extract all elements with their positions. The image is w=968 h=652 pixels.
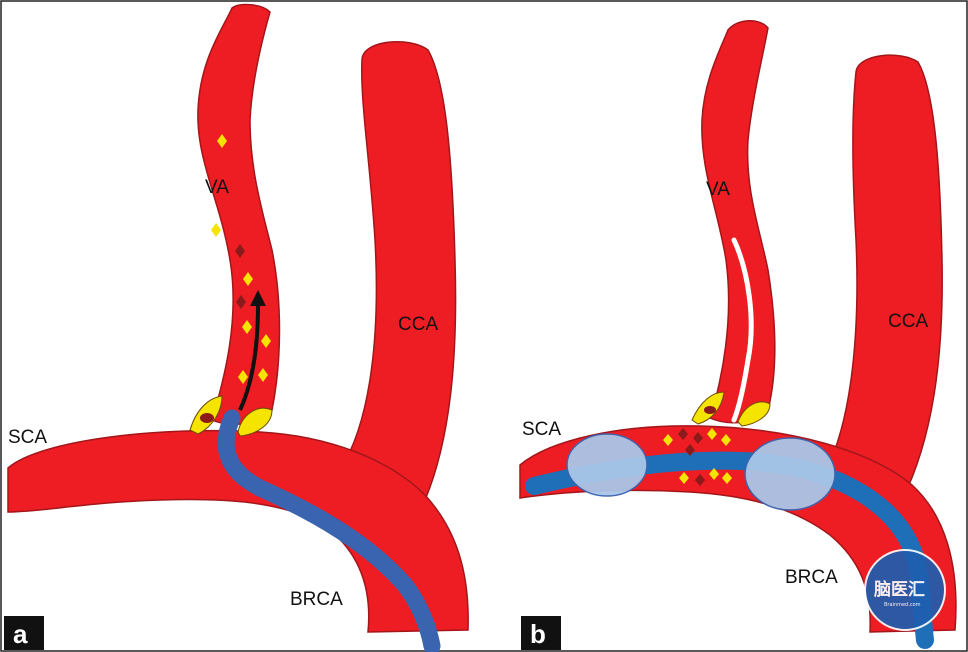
panel-b: VA CCA SCA BRCA b [519, 20, 957, 650]
balloon-right-b [744, 437, 836, 511]
debris-a [211, 134, 271, 384]
panel-letter-a: a [13, 619, 28, 649]
label-sca-a: SCA [8, 427, 47, 448]
plaque-right-a [237, 407, 273, 437]
label-va-b: VA [706, 179, 730, 200]
plaque-core-left-b [704, 406, 716, 414]
plaque-core-left-a [200, 413, 214, 423]
panel-letter-box-b [521, 616, 561, 650]
guidewire-a [217, 409, 441, 652]
panel-letter-b: b [530, 619, 546, 649]
watermark: 脑医汇 Brainmed.com [864, 549, 946, 631]
cca-vessel-b [824, 54, 943, 501]
flow-arrow-a [238, 304, 260, 411]
flow-arrowhead-a [250, 290, 266, 306]
cca-vessel-a [338, 40, 457, 501]
watermark-sub: Brainmed.com [884, 602, 921, 608]
label-brca-b: BRCA [785, 567, 838, 588]
label-brca-a: BRCA [290, 589, 343, 610]
watermark-text: 脑医汇 [874, 579, 925, 600]
debris-b [663, 428, 732, 486]
panel-letter-box-a [4, 616, 44, 650]
label-cca-a: CCA [398, 314, 438, 335]
watermark-ring [864, 549, 946, 631]
plaque-right-b [737, 401, 771, 427]
watermark-logo [865, 550, 945, 630]
balloon-left-b [566, 433, 648, 497]
va-channel-b [731, 237, 754, 423]
label-va-a: VA [205, 177, 229, 198]
panel-a: VA CCA SCA BRCA a [4, 3, 469, 652]
label-cca-b: CCA [888, 311, 928, 332]
label-sca-b: SCA [522, 419, 561, 440]
